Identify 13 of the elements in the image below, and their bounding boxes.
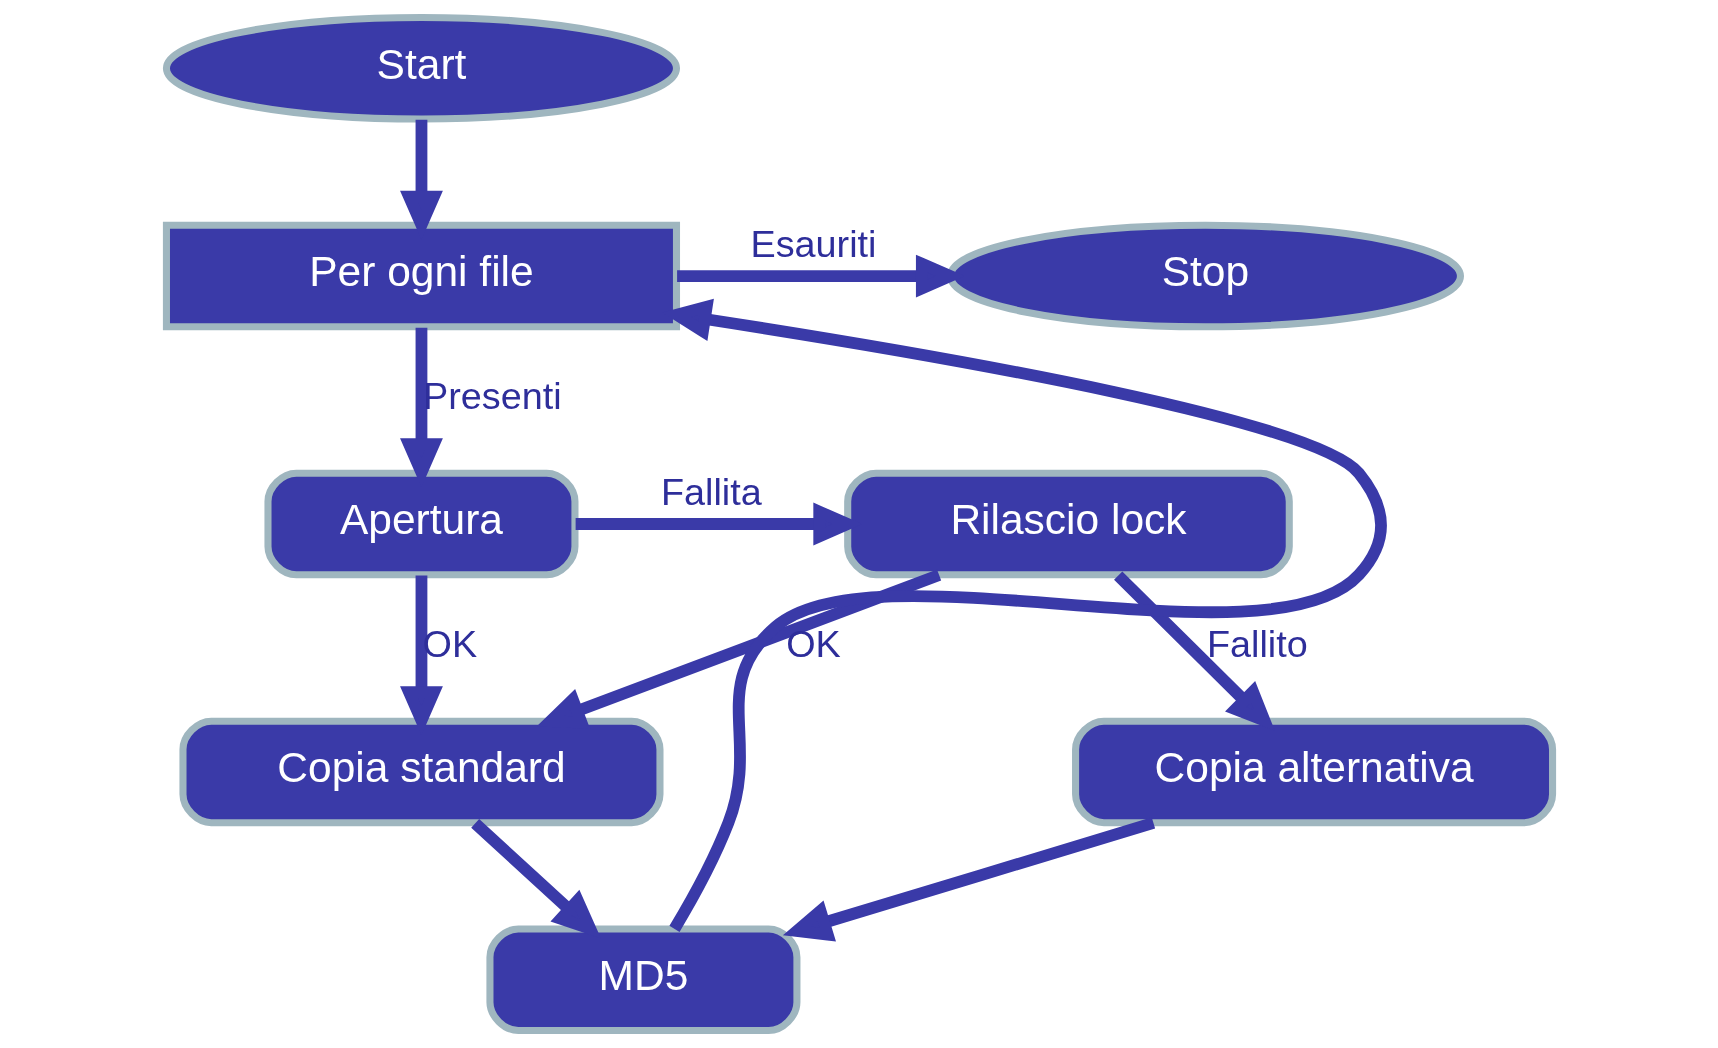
node-box: Copia standard [178,717,663,827]
node-box: Apertura [263,469,578,579]
node-box: MD5 [485,925,800,1035]
edge-label: Esauriti [749,222,876,265]
edge-label: Fallita [660,470,762,513]
node-ellipse: Stop [946,221,1464,331]
arrow [782,817,1155,942]
edge-label: OK [785,622,841,665]
node-ellipse: Start [162,13,680,123]
edge-label: Fallito [1206,622,1308,665]
node-box: Rilascio lock [843,469,1293,579]
node-box: Copia alternativa [1071,717,1556,827]
node-box: Per ogni file [162,221,680,331]
